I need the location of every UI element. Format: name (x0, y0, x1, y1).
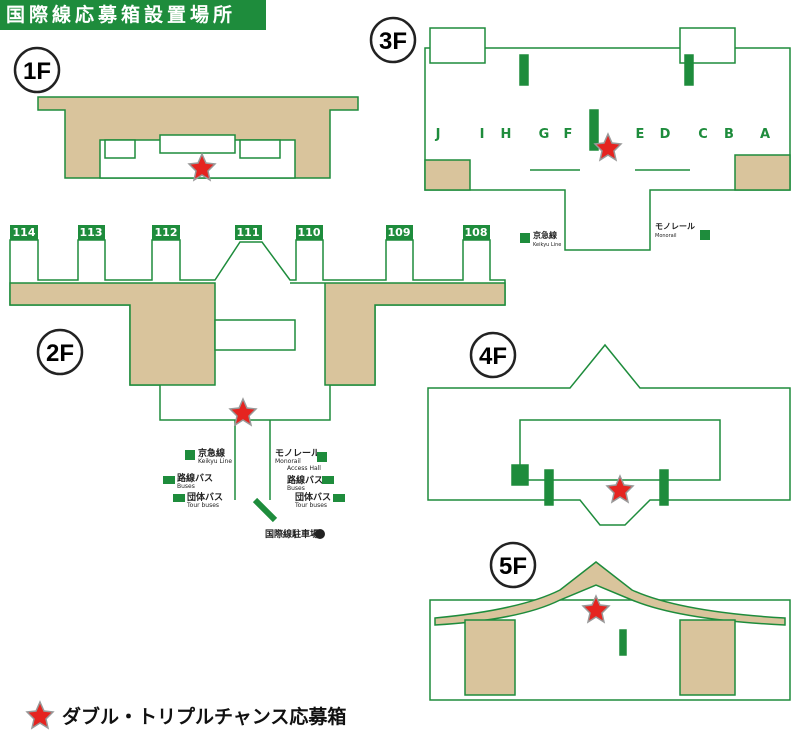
svg-text:Keikyu Line: Keikyu Line (198, 458, 232, 465)
gate-e: E (636, 127, 645, 142)
gate-f: F (564, 127, 573, 142)
svg-text:Tour buses: Tour buses (186, 502, 219, 509)
svg-text:国際線駐車場: 国際線駐車場 (265, 528, 319, 540)
svg-text:団体バス: 団体バス (295, 491, 331, 503)
gate-108: 108 (465, 226, 488, 239)
svg-text:Monorail: Monorail (275, 458, 301, 465)
floor-1f-plan (37, 96, 359, 179)
monorail-icon (700, 230, 710, 240)
tour-bus-icon (173, 494, 185, 502)
svg-text:京急線: 京急線 (198, 447, 225, 459)
svg-text:Tour buses: Tour buses (294, 502, 327, 509)
svg-text:Buses: Buses (177, 483, 195, 490)
svg-text:路線バス: 路線バス (177, 472, 213, 484)
gate-111: 111 (237, 226, 260, 239)
bus-icon (163, 476, 175, 484)
gate-114: 114 (13, 226, 36, 239)
svg-text:路線バス: 路線バス (287, 474, 323, 486)
svg-text:モノレール: モノレール (655, 222, 695, 231)
floor-label-4f: 4F (469, 331, 517, 379)
gate-110: 110 (298, 226, 321, 239)
floor-label-1f: 1F (13, 46, 61, 94)
svg-text:Access Hall: Access Hall (287, 465, 321, 472)
page-title: 国際線応募箱設置場所 (0, 0, 266, 30)
svg-text:4F: 4F (479, 343, 507, 370)
parking-icon (315, 529, 325, 539)
gate-j: J (435, 127, 441, 142)
train-icon (520, 233, 530, 243)
gate-109: 109 (388, 226, 411, 239)
floor-label-3f: 3F (369, 16, 417, 64)
gate-g: G (539, 127, 550, 142)
legend-label: ダブル・トリプルチャンス応募箱 (62, 706, 347, 728)
svg-text:団体バス: 団体バス (187, 491, 223, 503)
gate-b: B (724, 127, 734, 142)
gate-d: D (660, 127, 671, 142)
monorail-icon (317, 452, 327, 462)
floor-label-5f: 5F (489, 541, 537, 589)
floor-2f-plan (9, 239, 506, 523)
svg-text:1F: 1F (23, 58, 51, 85)
legend-star-icon (26, 701, 54, 729)
floor-4f-plan (427, 343, 791, 526)
floor-label-2f: 2F (36, 328, 84, 376)
gate-c: C (698, 127, 708, 142)
bus-icon (322, 476, 334, 484)
svg-text:Keikyu Line: Keikyu Line (533, 242, 561, 248)
svg-text:モノレール: モノレール (275, 448, 320, 459)
gate-i: I (480, 127, 485, 142)
svg-text:京急線: 京急線 (533, 230, 557, 240)
svg-text:Buses: Buses (287, 485, 305, 492)
svg-text:Monorail: Monorail (655, 233, 677, 239)
train-icon (185, 450, 195, 460)
gate-h: H (501, 127, 512, 142)
svg-text:3F: 3F (379, 28, 407, 55)
gate-a: A (760, 127, 770, 142)
floor-5f-plan (429, 561, 791, 701)
svg-text:5F: 5F (499, 553, 527, 580)
tour-bus-icon (333, 494, 345, 502)
gate-112: 112 (155, 226, 178, 239)
gate-113: 113 (80, 226, 103, 239)
svg-text:2F: 2F (46, 340, 74, 367)
